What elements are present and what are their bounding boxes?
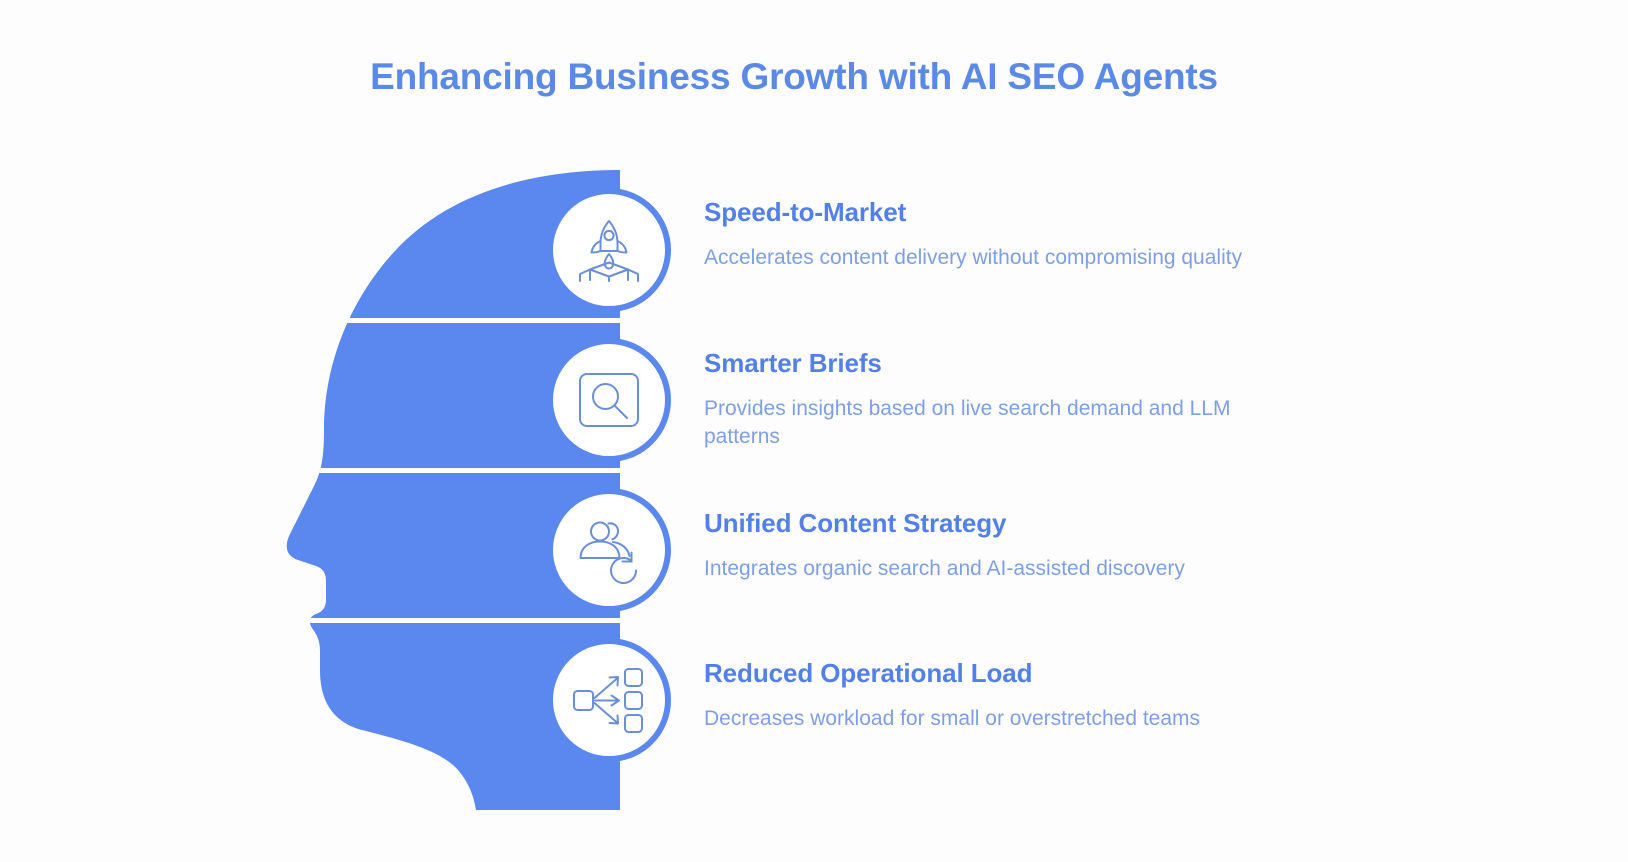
feature-description: Integrates organic search and AI-assiste…: [704, 557, 1185, 580]
feature-description: Provides insights based on live search d…: [704, 397, 1231, 449]
page-title: Enhancing Business Growth with AI SEO Ag…: [370, 56, 1218, 97]
feature-description: Decreases workload for small or overstre…: [704, 707, 1201, 730]
feature-row-3: Unified Content Strategy Integrates orga…: [704, 508, 1344, 583]
icon-circle-unified-content-strategy[interactable]: [547, 488, 671, 612]
icon-circle-smarter-briefs[interactable]: [547, 338, 671, 462]
icon-circle-speed-to-market[interactable]: [547, 188, 671, 312]
users-refresh-icon: [572, 513, 646, 587]
feature-row-2: Smarter Briefs Provides insights based o…: [704, 348, 1344, 452]
icon-circle-reduced-operational-load[interactable]: [547, 638, 671, 762]
rocket-launch-icon: [572, 213, 646, 287]
feature-description: Accelerates content delivery without com…: [704, 246, 1243, 269]
feature-heading: Reduced Operational Load: [704, 658, 1033, 688]
distribute-branching-icon: [571, 662, 647, 738]
feature-row-4: Reduced Operational Load Decreases workl…: [704, 658, 1344, 733]
feature-row-1: Speed-to-Market Accelerates content deli…: [704, 197, 1344, 272]
search-magnifier-icon: [572, 363, 646, 437]
feature-heading: Smarter Briefs: [704, 348, 882, 378]
feature-heading: Unified Content Strategy: [704, 508, 1007, 538]
feature-heading: Speed-to-Market: [704, 197, 907, 227]
